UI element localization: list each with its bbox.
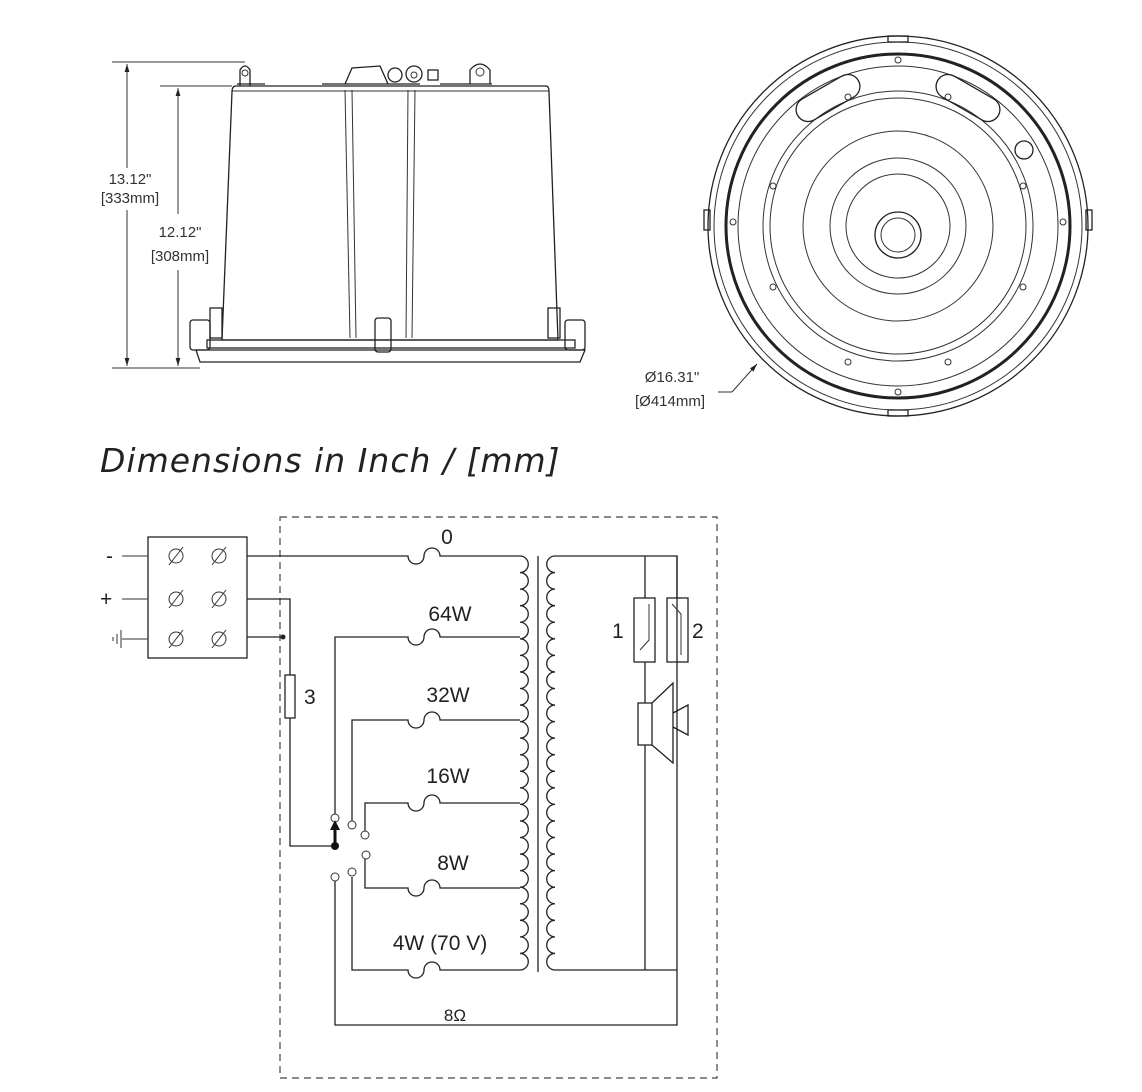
top-view: Ø16.31" [Ø414mm]: [635, 35, 1093, 417]
transformer: [519, 555, 556, 972]
diameter-in: Ø16.31": [645, 369, 700, 386]
side-view: 13.12" [333mm] 12.12" [308mm]: [101, 61, 586, 369]
body-height-mm: [308mm]: [151, 248, 209, 265]
component-1: [633, 597, 656, 663]
body-height-in: 12.12": [159, 224, 202, 241]
wiring-schematic: - +: [100, 516, 718, 1079]
tap-label-64w: 64W: [428, 603, 471, 626]
speaker-icon: [637, 681, 689, 765]
fuse-3: [284, 674, 296, 719]
tap-label-8w: 8W: [437, 852, 469, 875]
power-tap-selector-switch[interactable]: [330, 813, 371, 882]
ground-icon: [112, 630, 122, 648]
enclosure-boundary: [279, 516, 718, 1079]
tap-label-32w: 32W: [426, 684, 469, 707]
speaker-can: [189, 63, 586, 363]
tap-label-0: 0: [441, 526, 453, 549]
diameter-mm: [Ø414mm]: [635, 393, 705, 410]
terminal-block: - +: [100, 536, 248, 659]
terminal-minus: -: [106, 545, 113, 568]
component-2: [666, 597, 689, 663]
tap-label-16w: 16W: [426, 765, 469, 788]
component-1-label: 1: [612, 620, 624, 643]
overall-height-mm: [333mm]: [101, 190, 159, 207]
terminal-plus: +: [100, 588, 112, 611]
component-2-label: 2: [692, 620, 704, 643]
impedance-label-8ohm: 8Ω: [444, 1006, 466, 1025]
component-3-label: 3: [304, 686, 316, 709]
overall-height-in: 13.12": [109, 171, 152, 188]
dimensions-caption: Dimensions in Inch / [mm]: [100, 441, 561, 480]
tap-label-4w-70v: 4W (70 V): [393, 932, 488, 955]
